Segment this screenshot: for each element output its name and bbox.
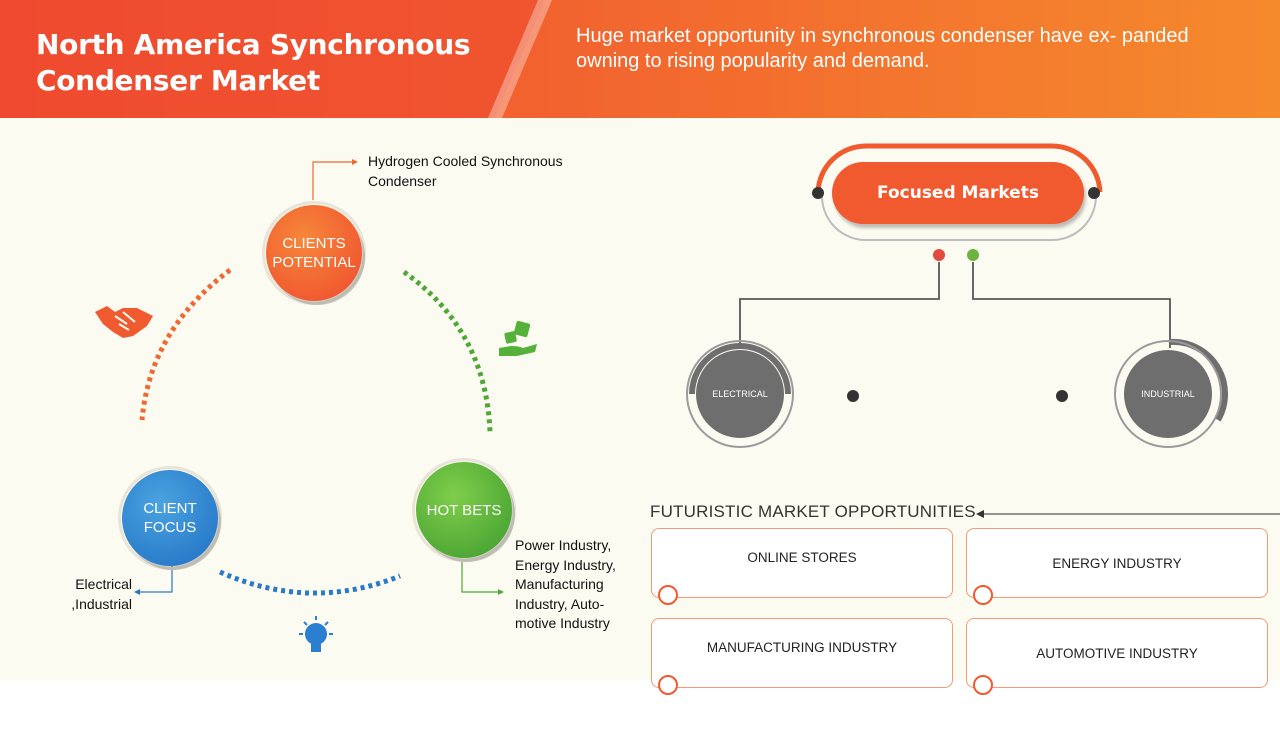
node-clients-potential: CLIENTS POTENTIAL bbox=[266, 205, 362, 301]
opportunity-online-stores: ONLINE STORES bbox=[651, 528, 953, 605]
focused-markets-pill: Focused Markets bbox=[832, 162, 1084, 224]
bullet-ring bbox=[658, 675, 678, 695]
connector-power bbox=[461, 562, 498, 593]
opportunity-energy-industry: ENERGY INDUSTRY bbox=[966, 528, 1268, 605]
opportunity-automotive-industry: AUTOMOTIVE INDUSTRY bbox=[966, 618, 1268, 695]
connector-eleind bbox=[140, 562, 173, 593]
connector-hydrogen bbox=[312, 161, 352, 200]
opportunities-title: FUTURISTIC MARKET OPPORTUNITIES bbox=[650, 502, 976, 521]
annotation-clients-potential: Hydrogen Cooled Synchronous Condenser bbox=[368, 153, 563, 189]
market-industrial: INDUSTRIAL bbox=[1124, 350, 1212, 438]
handshake-icon bbox=[95, 306, 153, 338]
bullet-ring bbox=[973, 675, 993, 695]
header-divider bbox=[0, 0, 552, 118]
market-electrical: ELECTRICAL bbox=[696, 350, 784, 438]
opportunity-label: ONLINE STORES bbox=[747, 549, 857, 565]
arc-green bbox=[402, 269, 493, 433]
ring-hot-bets bbox=[412, 458, 516, 562]
arc-blue bbox=[218, 569, 401, 596]
tree-right bbox=[972, 262, 1171, 348]
arc-orange bbox=[139, 268, 232, 421]
node-hot-bets: HOT BETS bbox=[416, 462, 512, 558]
electrical-ring bbox=[689, 343, 791, 395]
annotation-client-focus: Electrical ,Industrial bbox=[71, 576, 132, 612]
header-tagline: Huge market opportunity in synchronous c… bbox=[576, 25, 1189, 72]
header-banner: North America Synchronous Condenser Mark… bbox=[0, 0, 1280, 118]
opportunity-label: MANUFACTURING INDUSTRY bbox=[706, 639, 898, 655]
bullet-ring bbox=[973, 585, 993, 605]
node-client-focus: CLIENT FOCUS bbox=[122, 470, 218, 566]
lightbulb-icon bbox=[299, 616, 333, 652]
annotation-hot-bets: Power Industry, Energy Industry, Manufac… bbox=[515, 537, 616, 631]
opportunity-manufacturing-industry: MANUFACTURING INDUSTRY bbox=[651, 618, 953, 695]
dice-hand-icon bbox=[499, 320, 537, 356]
tree-left bbox=[739, 262, 940, 348]
focused-frame-top bbox=[815, 143, 1103, 193]
opportunity-label: ENERGY INDUSTRY bbox=[1052, 555, 1182, 571]
opportunity-label: AUTOMOTIVE INDUSTRY bbox=[1036, 645, 1198, 661]
page-title: North America Synchronous Condenser Mark… bbox=[36, 28, 471, 97]
ring-clients-potential bbox=[262, 201, 366, 305]
bullet-ring bbox=[658, 585, 678, 605]
ring-client-focus bbox=[118, 466, 222, 570]
focused-frame-bottom bbox=[821, 195, 1097, 241]
